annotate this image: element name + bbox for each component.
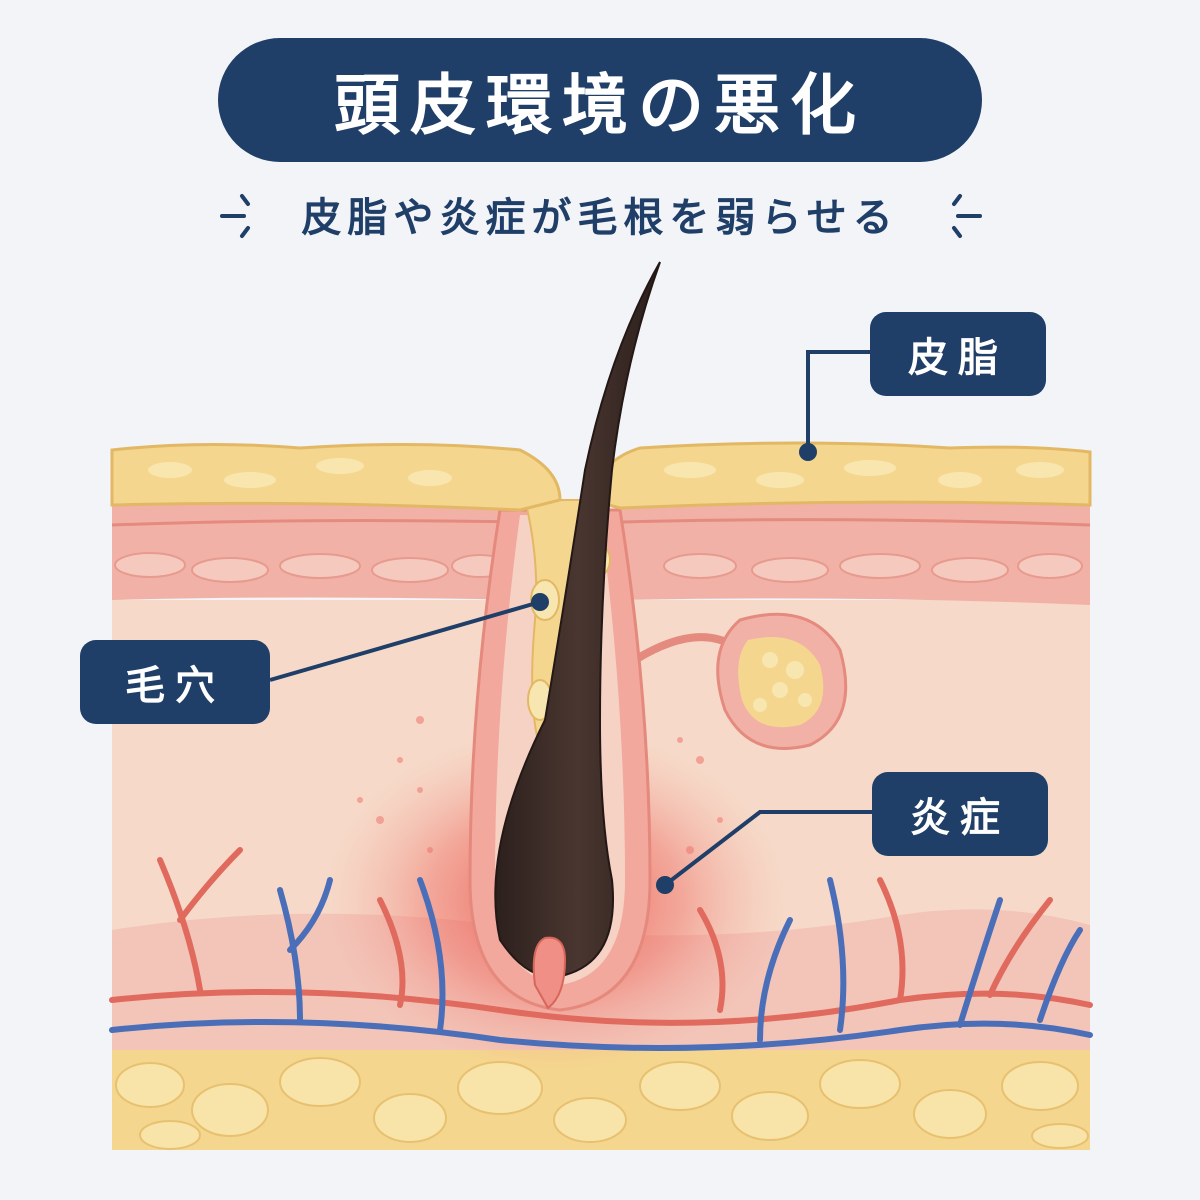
page-title: 頭皮環境の悪化 — [334, 67, 866, 144]
sparkle-left-icon — [220, 194, 250, 238]
epidermis-layer — [111, 498, 1091, 605]
sebum-layer — [110, 441, 1092, 512]
label-sebum: 皮脂 — [870, 312, 1046, 396]
label-inflammation: 炎症 — [872, 772, 1048, 856]
inflammation-pointer-dot — [656, 876, 674, 894]
vein-vessels — [109, 877, 1093, 1051]
label-pore: 毛穴 — [80, 640, 270, 724]
dermal-papilla — [532, 936, 567, 1010]
leader-lines — [269, 350, 872, 887]
sebum-pointer-dot — [799, 443, 817, 461]
title-banner: 頭皮環境の悪化 — [218, 38, 982, 162]
sebaceous-gland — [632, 612, 848, 750]
subcutaneous-fat-layer — [112, 1050, 1090, 1150]
pore-pointer-dot — [531, 593, 549, 611]
subtitle: 皮脂や炎症が毛根を弱らせる — [301, 195, 899, 241]
sparkle-right-icon — [952, 194, 982, 238]
